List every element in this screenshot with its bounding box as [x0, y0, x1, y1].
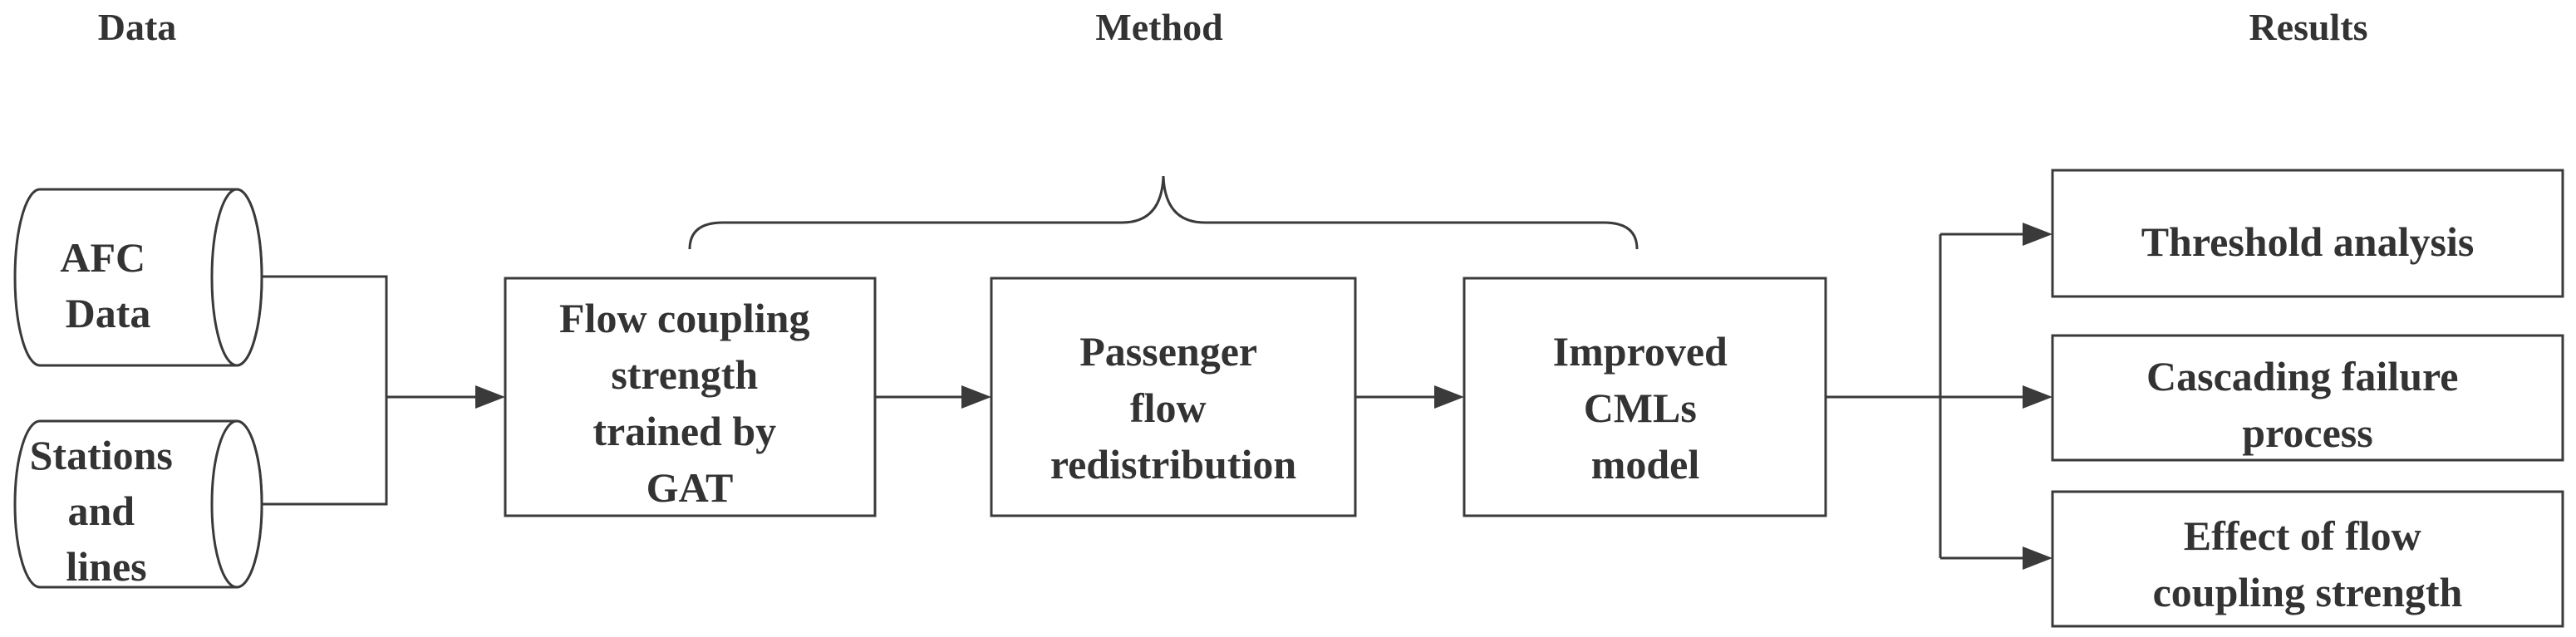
arrow-head [2023, 546, 2052, 570]
result-box [2051, 169, 2564, 298]
svg-text:AFC Data: AFC Data [60, 234, 155, 336]
result-cascading: Cascading failure process [2051, 334, 2564, 462]
method-step-gat: Flow coupling strength trained by GAT [504, 277, 877, 517]
method-label: Improved [1553, 328, 1728, 375]
arrow-head [961, 385, 991, 409]
connector-afc [262, 275, 388, 397]
result-label: Threshold analysis [2141, 218, 2475, 265]
arrow-head [2023, 223, 2052, 246]
method-label: trained by [592, 408, 776, 454]
data-source-label: Data [66, 290, 151, 336]
method-label: Passenger [1079, 328, 1257, 375]
method-brace [688, 175, 1639, 250]
data-source-label: and [67, 488, 135, 534]
svg-text:Threshold analysis: Threshold analysis [2141, 218, 2475, 265]
method-box [990, 277, 1357, 517]
result-label: Effect of flow [2184, 512, 2421, 559]
method-box [504, 277, 877, 517]
cylinder-end [210, 419, 263, 589]
method-label: Flow coupling [559, 295, 809, 341]
header-data: Data [98, 6, 177, 48]
data-source-afc: AFC Data [13, 188, 263, 367]
svg-text:Stations and lines: Stations and lines [30, 432, 184, 590]
method-label: flow [1130, 385, 1207, 431]
result-threshold: Threshold analysis [2051, 169, 2564, 298]
method-step-redistribution: Passenger flow redistribution [990, 277, 1357, 517]
data-source-label: AFC [60, 234, 145, 281]
data-source-label: Stations [30, 432, 173, 478]
method-step-cml: Improved CMLs model [1463, 277, 1827, 517]
result-label: Cascading failure [2146, 353, 2459, 399]
data-source-stations: Stations and lines [13, 419, 263, 590]
header-method: Method [1095, 6, 1223, 48]
method-label: CMLs [1584, 385, 1697, 431]
method-label: redistribution [1050, 441, 1297, 488]
method-label: GAT [646, 464, 734, 511]
result-box [2051, 334, 2564, 462]
arrow-head [1434, 385, 1464, 409]
result-effect: Effect of flow coupling strength [2051, 490, 2564, 628]
svg-text:Effect of flow coupling: Effect of flow coupling strength [2153, 512, 2463, 615]
connector-stations [262, 397, 388, 506]
data-source-label: lines [66, 543, 146, 590]
result-label: coupling strength [2153, 569, 2463, 615]
header-results: Results [2249, 6, 2367, 48]
cylinder-end [210, 188, 263, 367]
svg-text:Passenger flow red: Passenger flow redistribution [1050, 328, 1297, 488]
svg-text:Improved CMLs mode: Improved CMLs model [1553, 328, 1738, 488]
result-box [2051, 490, 2564, 628]
arrow-head [2023, 385, 2052, 409]
result-label: process [2242, 409, 2372, 456]
method-box [1463, 277, 1827, 517]
method-label: strength [611, 351, 758, 398]
svg-text:Flow coupling strength: Flow coupling strength trained by GAT [559, 295, 820, 511]
arrow-head [475, 385, 505, 409]
method-label: model [1591, 441, 1700, 488]
svg-text:Cascading failure proces: Cascading failure process [2146, 353, 2469, 456]
